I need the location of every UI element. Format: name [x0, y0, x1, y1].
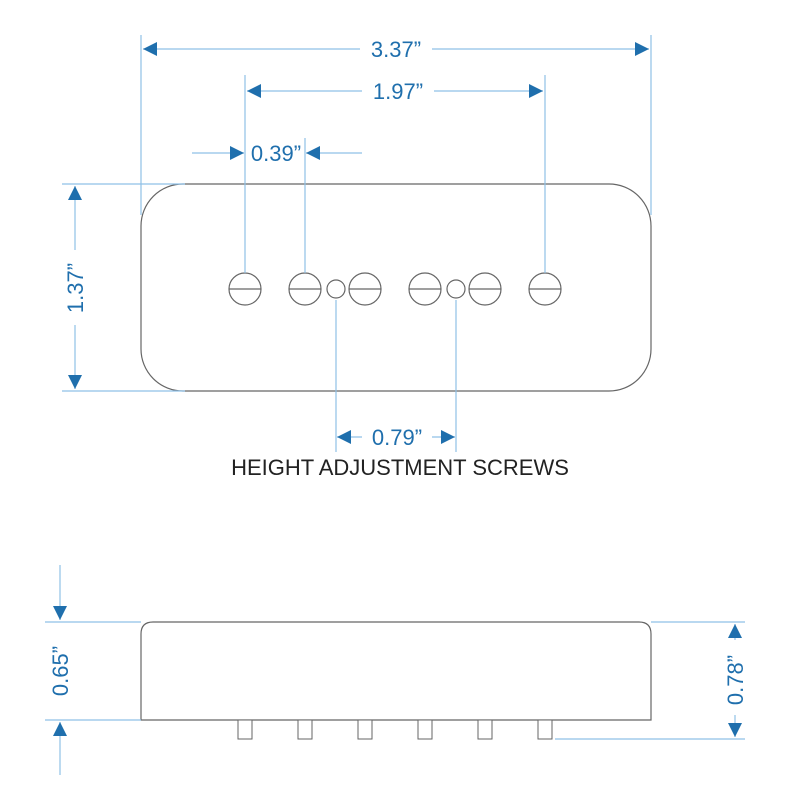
caption-height-adjustment-screws: HEIGHT ADJUSTMENT SCREWS — [231, 455, 569, 480]
dimension-label: 0.78” — [723, 655, 748, 705]
pole-pin — [237, 719, 253, 740]
pole-screw-icon — [288, 272, 322, 306]
dimension-label: 0.65” — [48, 646, 73, 696]
pole-pin — [537, 719, 553, 740]
dimension-outer-pole-spacing: 1.97” — [247, 79, 543, 104]
height-adjustment-screw-icon — [446, 279, 466, 299]
pole-pin — [357, 719, 373, 740]
dimension-label: 1.37” — [63, 263, 88, 313]
dimension-label: 0.39” — [251, 141, 301, 166]
pole-screw-icon — [408, 272, 442, 306]
pole-screw-icon — [228, 272, 262, 306]
pole-screw-icon — [468, 272, 502, 306]
dimension-overall-length: 3.37” — [143, 37, 649, 62]
height-adjustment-screw-icon — [326, 279, 346, 299]
dimension-label: 1.97” — [373, 79, 423, 104]
dimension-body-height: 0.65” — [48, 565, 73, 775]
pickup-side-outline — [140, 621, 652, 721]
pole-screw-icon — [348, 272, 382, 306]
pole-screws — [228, 272, 562, 306]
pickup-top-outline — [140, 183, 652, 392]
pole-pin — [297, 719, 313, 740]
extension-lines — [62, 35, 652, 452]
pole-pin — [477, 719, 493, 740]
pole-pins — [237, 719, 553, 740]
pole-screw-icon — [528, 272, 562, 306]
dimension-pole-spacing: 0.39” — [192, 141, 362, 166]
side-extension-lines — [45, 621, 745, 740]
dimension-label: 0.79” — [372, 425, 422, 450]
dimension-adjust-screw-spacing: 0.79” — [337, 425, 455, 450]
dimension-total-height: 0.78” — [723, 624, 748, 737]
pole-pin — [417, 719, 433, 740]
dimension-label: 3.37” — [371, 37, 421, 62]
dimension-width: 1.37” — [63, 186, 88, 389]
